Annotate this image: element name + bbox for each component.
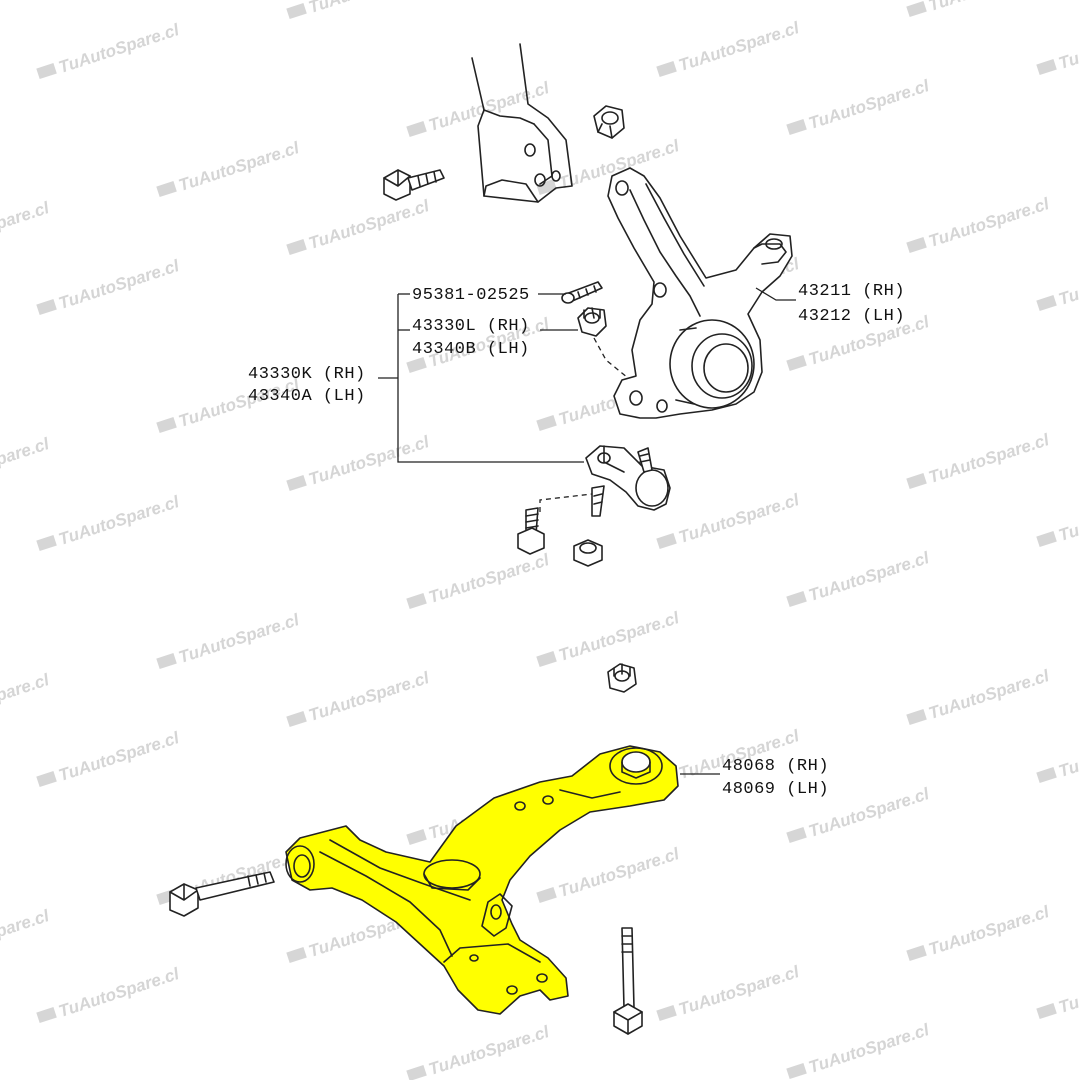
svg-text:TuAutoSpare.cl: TuAutoSpare.cl	[676, 18, 802, 75]
watermark: TuAutoSpare.cl	[0, 434, 53, 491]
watermark: TuAutoSpare.cl	[1036, 16, 1080, 76]
watermark: TuAutoSpare.cl	[906, 902, 1053, 962]
svg-text:TuAutoSpare.cl: TuAutoSpare.cl	[176, 610, 302, 667]
svg-text:TuAutoSpare.cl: TuAutoSpare.cl	[0, 670, 53, 727]
watermark: TuAutoSpare.cl	[36, 20, 183, 80]
svg-text:TuAutoSpare.cl: TuAutoSpare.cl	[0, 906, 53, 963]
svg-text:TuAutoSpare.cl: TuAutoSpare.cl	[926, 902, 1052, 959]
watermark: TuAutoSpare.cl	[906, 194, 1053, 254]
watermark: TuAutoSpare.cl	[906, 0, 1053, 18]
svg-text:TuAutoSpare.cl: TuAutoSpare.cl	[926, 666, 1052, 723]
assembly-line	[539, 493, 593, 512]
watermark: TuAutoSpare.cl	[1036, 960, 1080, 1020]
svg-text:TuAutoSpare.cl: TuAutoSpare.cl	[806, 548, 932, 605]
svg-text:TuAutoSpare.cl: TuAutoSpare.cl	[926, 430, 1052, 487]
watermark: TuAutoSpare.cl	[406, 1022, 553, 1080]
watermark: TuAutoSpare.cl	[0, 670, 53, 727]
part-number-ball-joint-rh: 43330K (RH)	[248, 365, 366, 384]
bolt-icon[interactable]	[613, 927, 643, 1035]
watermark: TuAutoSpare.cl	[906, 430, 1053, 490]
svg-text:TuAutoSpare.cl: TuAutoSpare.cl	[426, 78, 552, 135]
watermark: TuAutoSpare.cl	[786, 76, 933, 136]
svg-text:TuAutoSpare.cl: TuAutoSpare.cl	[1056, 960, 1080, 1017]
watermark: TuAutoSpare.cl	[656, 490, 803, 550]
svg-text:TuAutoSpare.cl: TuAutoSpare.cl	[0, 434, 53, 491]
svg-text:TuAutoSpare.cl: TuAutoSpare.cl	[0, 198, 53, 255]
watermark: TuAutoSpare.cl	[36, 728, 183, 788]
nut-icon[interactable]	[593, 105, 625, 139]
watermark: TuAutoSpare.cl	[1036, 724, 1080, 784]
knuckle-icon[interactable]	[607, 167, 793, 419]
svg-text:TuAutoSpare.cl: TuAutoSpare.cl	[1056, 724, 1080, 781]
watermark: TuAutoSpare.cl	[1036, 488, 1080, 548]
part-number-ball-joint-lh: 43340A (LH)	[248, 387, 366, 406]
svg-text:TuAutoSpare.cl: TuAutoSpare.cl	[56, 964, 182, 1021]
watermark: TuAutoSpare.cl	[36, 964, 183, 1024]
part-number-nut-rh: 43330L (RH)	[412, 317, 530, 336]
watermark: TuAutoSpare.cl	[36, 492, 183, 552]
svg-text:TuAutoSpare.cl: TuAutoSpare.cl	[426, 1022, 552, 1079]
watermark: TuAutoSpare.cl	[0, 198, 53, 255]
part-number-arm-rh: 48068 (RH)	[722, 757, 829, 776]
ball-joint-icon[interactable]	[585, 445, 671, 517]
bolt-icon[interactable]	[169, 871, 275, 917]
watermark: TuAutoSpare.cl	[786, 1020, 933, 1080]
svg-text:TuAutoSpare.cl: TuAutoSpare.cl	[556, 608, 682, 665]
svg-text:TuAutoSpare.cl: TuAutoSpare.cl	[426, 550, 552, 607]
watermark: TuAutoSpare.cl	[36, 256, 183, 316]
nut-icon[interactable]	[607, 663, 637, 693]
watermark: TuAutoSpare.cl	[286, 0, 433, 20]
bolt-icon[interactable]	[517, 507, 545, 555]
part-number-knuckle-lh: 43212 (LH)	[798, 307, 905, 326]
svg-text:TuAutoSpare.cl: TuAutoSpare.cl	[56, 492, 182, 549]
svg-text:TuAutoSpare.cl: TuAutoSpare.cl	[556, 844, 682, 901]
svg-text:TuAutoSpare.cl: TuAutoSpare.cl	[306, 668, 432, 725]
svg-text:TuAutoSpare.cl: TuAutoSpare.cl	[306, 196, 432, 253]
svg-text:TuAutoSpare.cl: TuAutoSpare.cl	[1056, 488, 1080, 545]
watermark: TuAutoSpare.cl	[656, 18, 803, 78]
svg-text:TuAutoSpare.cl: TuAutoSpare.cl	[176, 138, 302, 195]
watermark: TuAutoSpare.cl	[536, 844, 683, 904]
watermark: TuAutoSpare.cl	[156, 138, 303, 198]
part-number-nut-lh: 43340B (LH)	[412, 340, 530, 359]
assembly-line	[593, 337, 629, 379]
nut-icon[interactable]	[577, 307, 607, 337]
control-arm-icon[interactable]	[285, 745, 679, 1015]
svg-text:TuAutoSpare.cl: TuAutoSpare.cl	[56, 728, 182, 785]
svg-text:TuAutoSpare.cl: TuAutoSpare.cl	[306, 432, 432, 489]
svg-text:TuAutoSpare.cl: TuAutoSpare.cl	[56, 256, 182, 313]
nut-icon[interactable]	[573, 539, 603, 567]
watermark: TuAutoSpare.cl	[286, 668, 433, 728]
svg-text:TuAutoSpare.cl: TuAutoSpare.cl	[676, 962, 802, 1019]
svg-text:TuAutoSpare.cl: TuAutoSpare.cl	[676, 490, 802, 547]
bolt-icon[interactable]	[383, 169, 445, 201]
svg-text:TuAutoSpare.cl: TuAutoSpare.cl	[926, 194, 1052, 251]
svg-text:TuAutoSpare.cl: TuAutoSpare.cl	[926, 0, 1052, 15]
strut-icon[interactable]	[471, 43, 573, 203]
watermark: TuAutoSpare.cl	[786, 548, 933, 608]
watermark: TuAutoSpare.cl	[286, 432, 433, 492]
part-number-knuckle-rh: 43211 (RH)	[798, 282, 905, 301]
svg-text:TuAutoSpare.cl: TuAutoSpare.cl	[306, 0, 432, 17]
pin-icon[interactable]	[561, 281, 603, 304]
watermark: TuAutoSpare.cl	[406, 550, 553, 610]
watermark: TuAutoSpare.cl	[1036, 252, 1080, 312]
watermark: TuAutoSpare.cl	[906, 666, 1053, 726]
svg-text:TuAutoSpare.cl: TuAutoSpare.cl	[1056, 252, 1080, 309]
part-number-pin: 95381-02525	[412, 286, 530, 305]
watermark: TuAutoSpare.cl	[536, 608, 683, 668]
leader-lines	[378, 287, 796, 775]
part-number-arm-lh: 48069 (LH)	[722, 780, 829, 799]
svg-text:TuAutoSpare.cl: TuAutoSpare.cl	[1056, 16, 1080, 73]
svg-text:TuAutoSpare.cl: TuAutoSpare.cl	[806, 1020, 932, 1077]
svg-text:TuAutoSpare.cl: TuAutoSpare.cl	[806, 76, 932, 133]
svg-text:TuAutoSpare.cl: TuAutoSpare.cl	[56, 20, 182, 77]
watermark: TuAutoSpare.cl	[286, 196, 433, 256]
watermark: TuAutoSpare.cl	[156, 610, 303, 670]
watermark: TuAutoSpare.cl	[0, 906, 53, 963]
watermark: TuAutoSpare.cl	[656, 962, 803, 1022]
